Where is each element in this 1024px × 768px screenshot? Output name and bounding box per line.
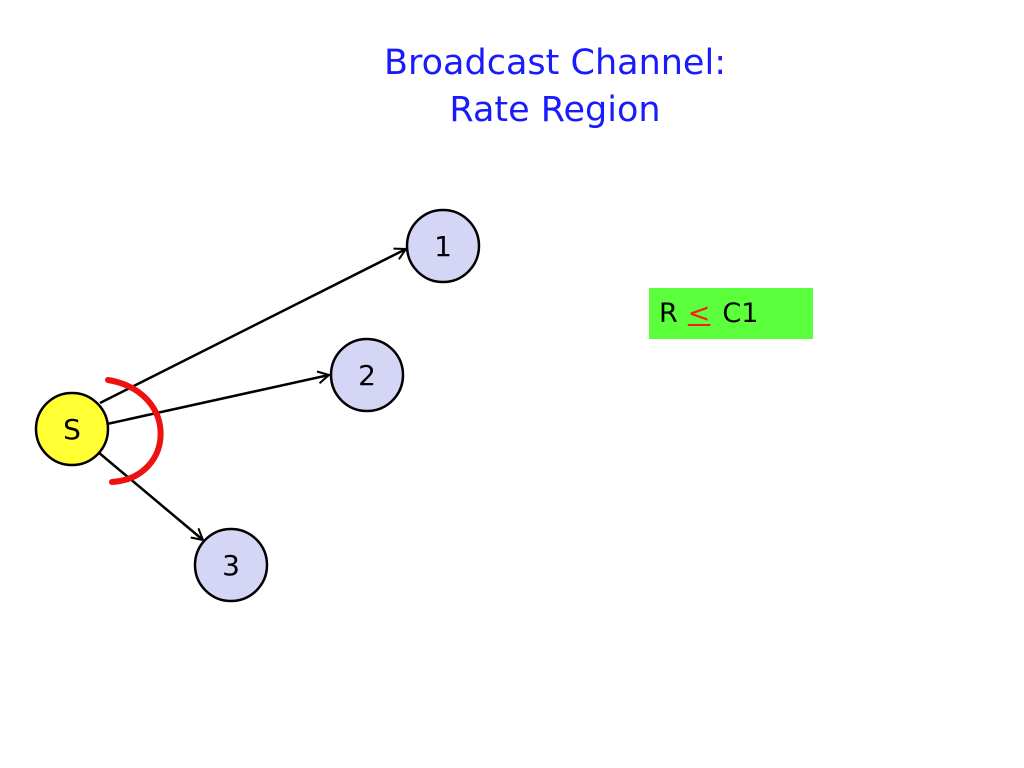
edge-s-to-3 — [97, 451, 203, 540]
constraint-lhs: R — [659, 298, 678, 329]
cut-arc — [105, 377, 164, 485]
source-node: S — [34, 391, 110, 467]
edge-s-to-2 — [106, 375, 329, 426]
receiver-node-3-circle — [193, 527, 269, 603]
receiver-node-3-label: 3 — [222, 549, 240, 582]
slide-title: Broadcast Channel: Rate Region — [300, 40, 810, 134]
receiver-node-1: 1 — [405, 208, 481, 284]
receiver-node-3: 3 — [193, 527, 269, 603]
source-node-circle — [34, 391, 110, 467]
receiver-node-2-label: 2 — [358, 359, 376, 392]
constraint-rhs: C1 — [722, 298, 759, 329]
source-node-label: S — [63, 413, 81, 446]
receiver-node-1-circle — [405, 208, 481, 284]
rate-constraint-box: R < C1 — [649, 288, 813, 339]
receiver-node-2-circle — [329, 337, 405, 413]
receiver-node-2: 2 — [329, 337, 405, 413]
edge-s-to-1 — [99, 249, 406, 405]
constraint-operator: < — [687, 298, 711, 329]
title-line-1: Broadcast Channel: — [384, 43, 726, 83]
title-line-2: Rate Region — [449, 90, 661, 130]
receiver-node-1-label: 1 — [434, 230, 452, 263]
